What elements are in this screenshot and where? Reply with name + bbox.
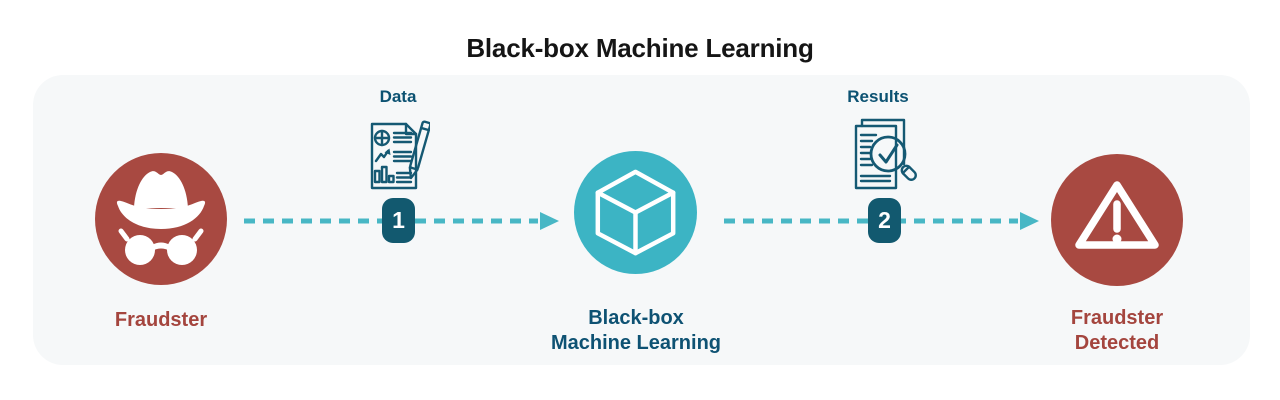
warning-icon — [1075, 181, 1159, 249]
fraudster-node — [95, 153, 227, 285]
fraudster-label: Fraudster — [114, 309, 208, 331]
spy-icon — [116, 171, 206, 265]
step-1-badge: 1 — [382, 198, 415, 243]
step-2-badge: 2 — [868, 198, 901, 243]
cube-icon — [595, 169, 676, 256]
fraudster-detected-label: Fraudster Detected — [1070, 307, 1164, 354]
fraudster-detected-node — [1051, 154, 1183, 286]
results-magnifier-icon — [850, 114, 918, 199]
data-document-icon — [366, 114, 432, 199]
arrow-1-dashed — [244, 212, 559, 230]
step-results-label: Results — [847, 87, 909, 106]
arrow-2-dashed — [724, 212, 1039, 230]
step-data-label: Data — [379, 87, 417, 106]
blackbox-ml-label: Black-box Machine Learning — [550, 307, 722, 354]
blackbox-ml-node — [574, 151, 697, 274]
diagram-title: Black-box Machine Learning — [466, 33, 814, 63]
